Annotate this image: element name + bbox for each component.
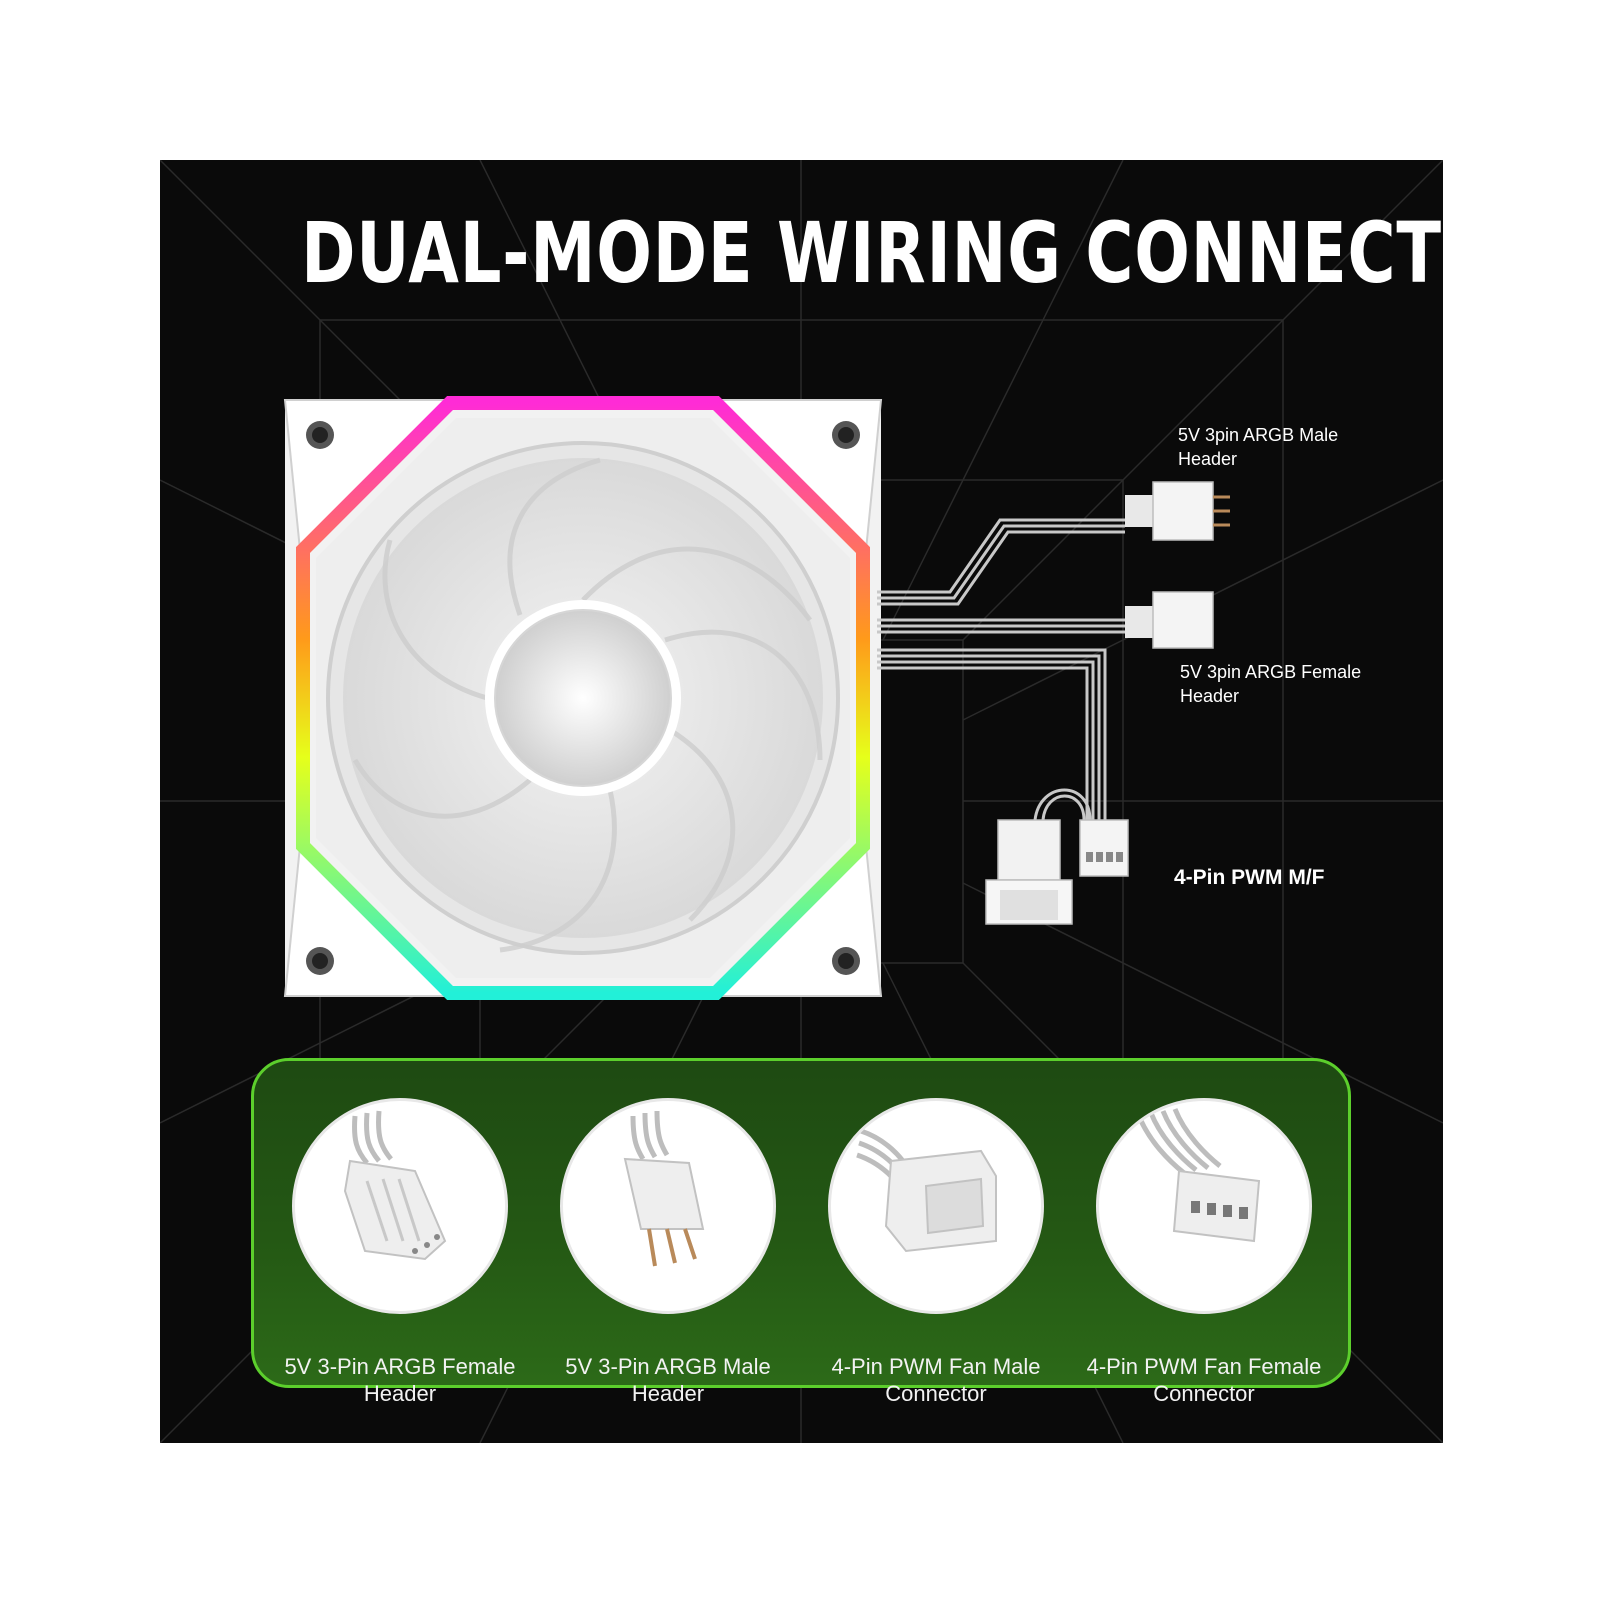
pwm-female-connector-icon [1079,819,1129,877]
connector-label: 5V 3-Pin ARGB Female Header [284,1354,516,1406]
fan-wiring-diagram [283,396,1230,1000]
connector-legend: 5V 3-Pin ARGB Female Header 5V 3-Pin ARG… [251,1058,1351,1406]
pwm-female-connector-icon [1099,1101,1309,1311]
connector-item: 5V 3-Pin ARGB Female Header [280,1101,520,1407]
argb-male-header-icon [563,1101,773,1311]
connector-label: 4-Pin PWM Fan Male Connector [831,1354,1041,1406]
pwm-wire-label: 4-Pin PWM M/F [1174,866,1325,889]
connector-label: 5V 3-Pin ARGB Male Header [565,1354,771,1406]
connector-item: 4-Pin PWM Fan Male Connector [816,1101,1056,1407]
connector-label: 4-Pin PWM Fan Female Connector [1086,1354,1322,1406]
fan-icon [283,396,883,1000]
pwm-male-connector-icon [985,819,1073,925]
argb-male-header-icon [1125,481,1230,541]
connector-item: 4-Pin PWM Fan Female Connector [1084,1101,1324,1407]
argb-female-wire-label: 5V 3pin ARGB Female Header [1180,662,1362,706]
fan-cables [877,518,1125,821]
argb-female-header-icon [1125,591,1214,649]
argb-female-header-icon [295,1101,505,1311]
page-title: DUAL-MODE WIRING CONNECTORS [301,204,1443,302]
pwm-male-connector-icon [831,1101,1041,1311]
product-panel: DUAL-MODE WIRING CONNECTORS [160,160,1443,1443]
connector-item: 5V 3-Pin ARGB Male Header [548,1101,788,1407]
argb-male-wire-label: 5V 3pin ARGB Male Header [1178,425,1339,469]
